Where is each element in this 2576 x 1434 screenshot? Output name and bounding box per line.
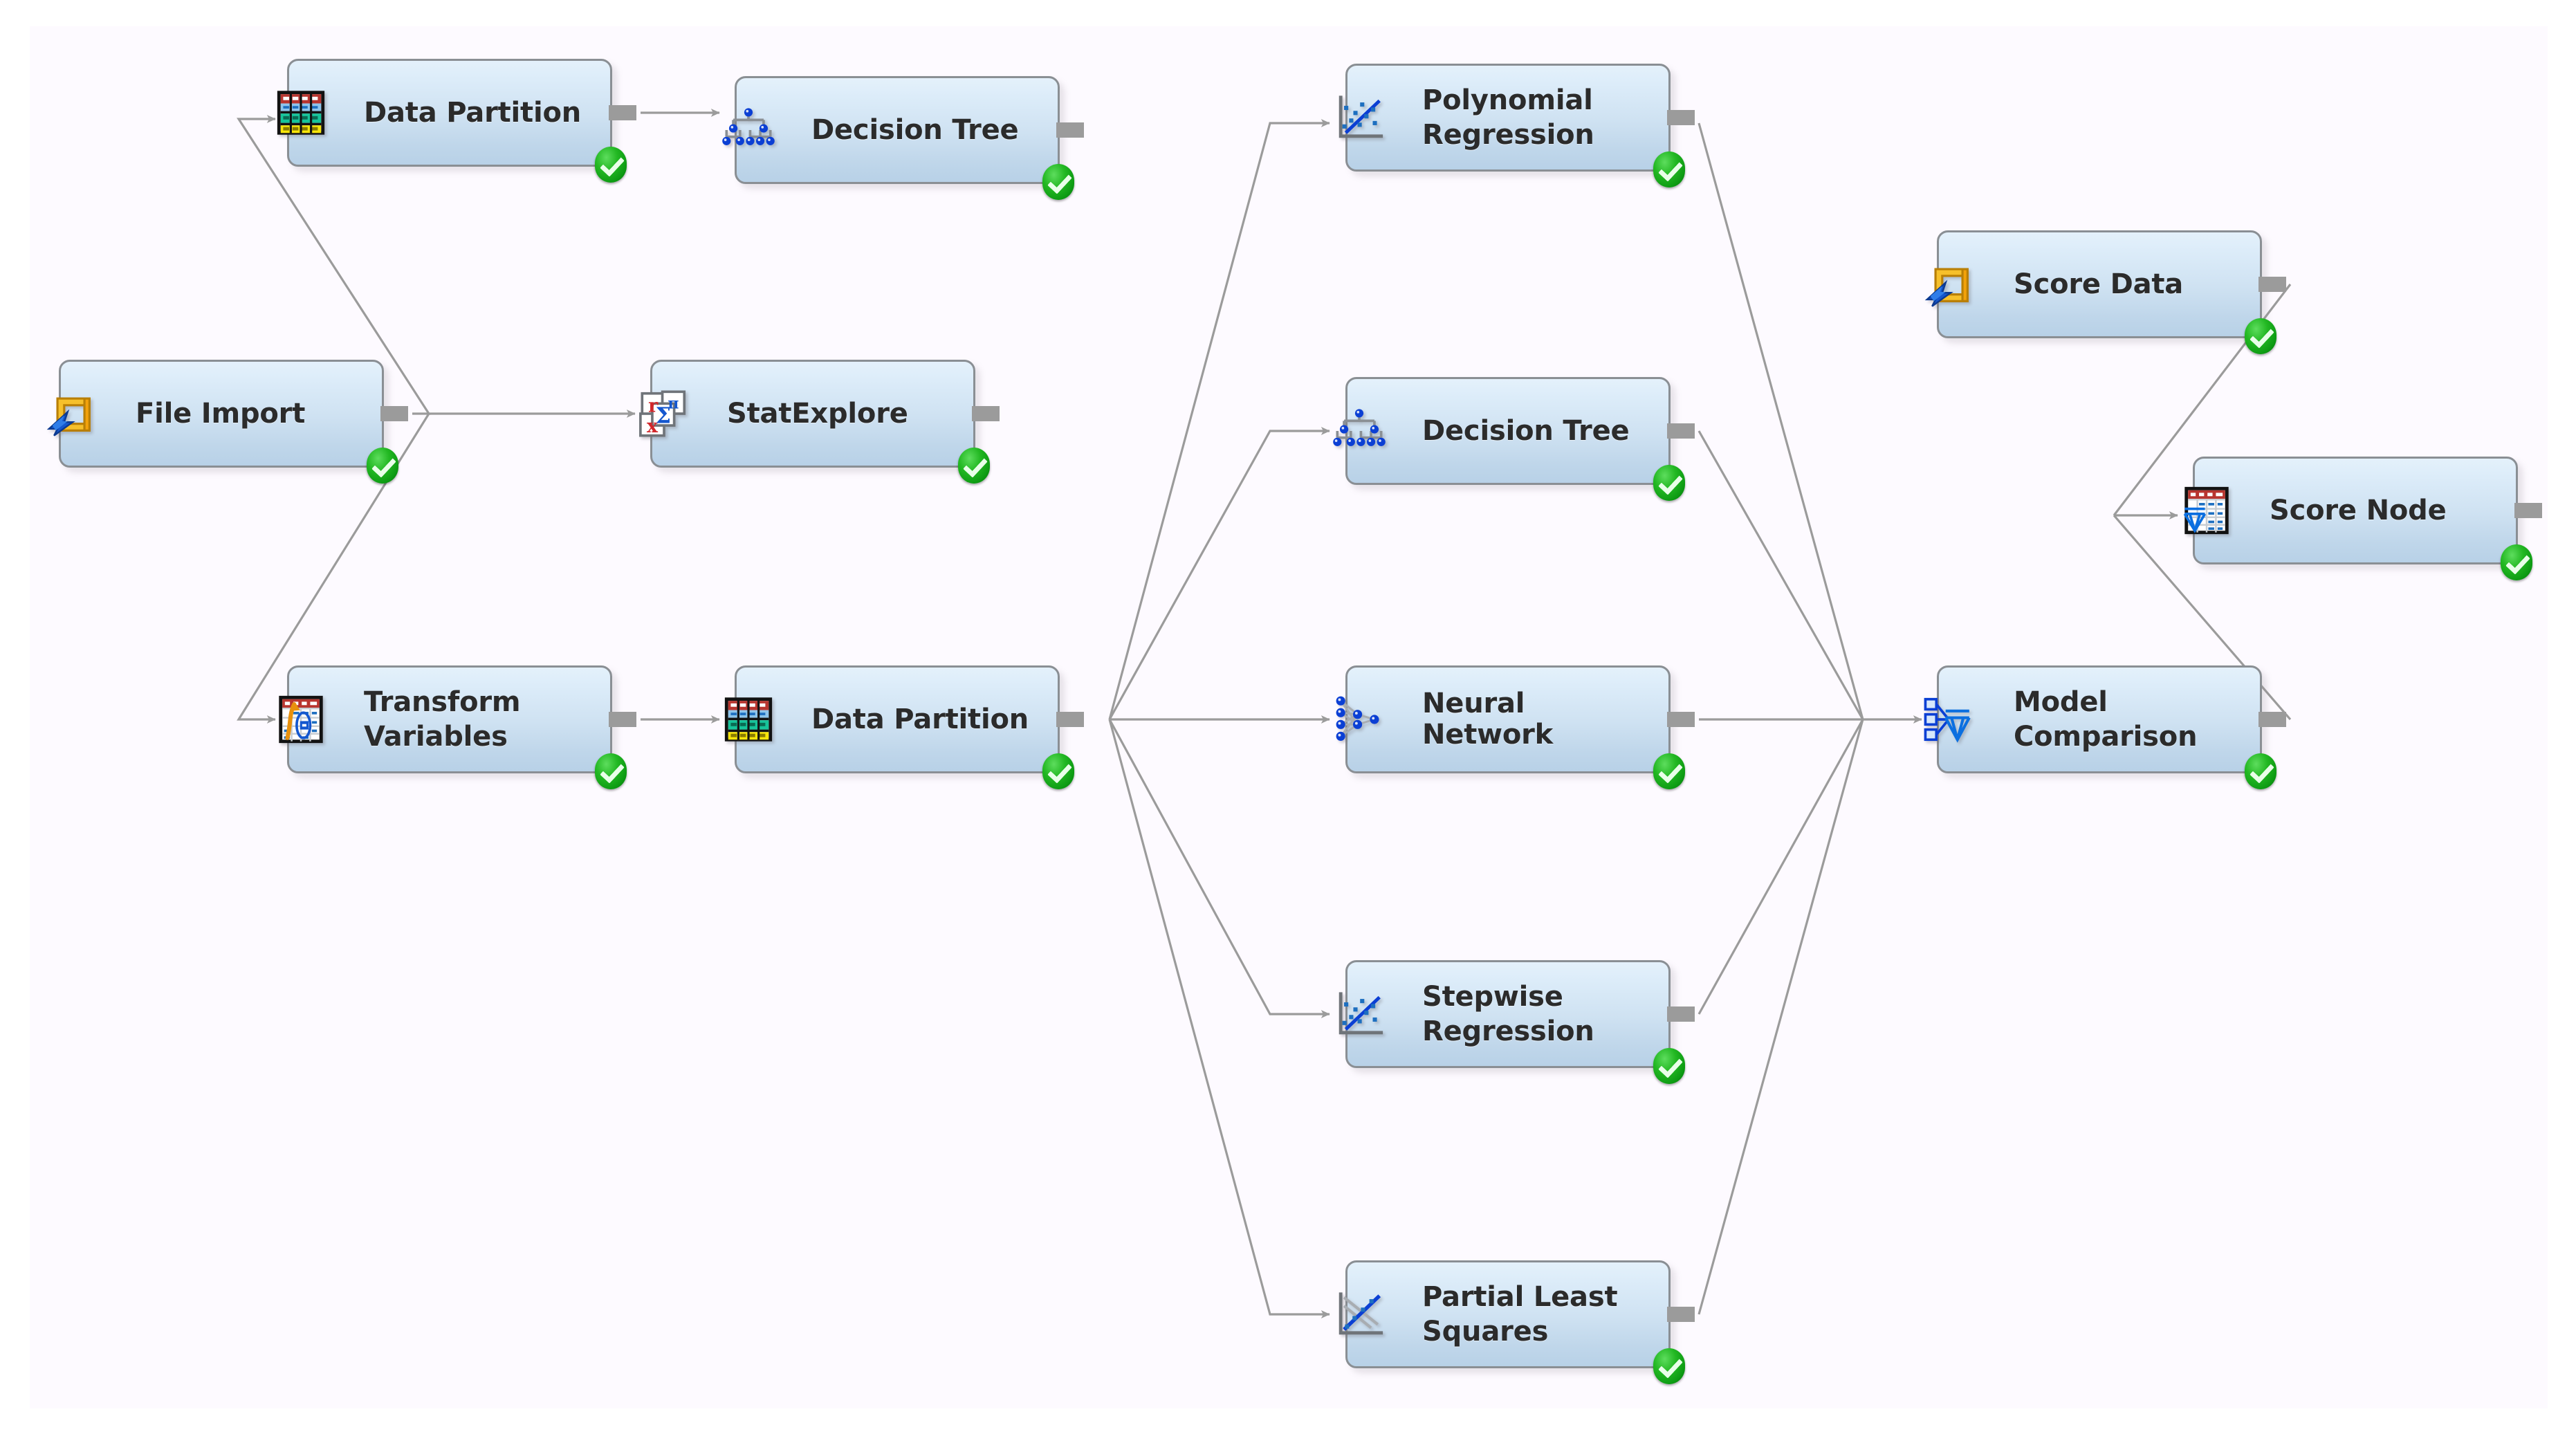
output-port[interactable] (1667, 712, 1695, 727)
regression-icon (1332, 91, 1386, 145)
output-port[interactable] (1667, 1307, 1695, 1322)
status-badge-complete (367, 448, 398, 484)
output-port[interactable] (1667, 423, 1695, 439)
output-port[interactable] (1056, 122, 1084, 138)
node-label: Polynomial Regression (1422, 84, 1594, 151)
node-data-partition-top[interactable]: Data Partition (277, 59, 636, 183)
node-data-partition-bottom[interactable]: Data Partition (724, 665, 1084, 789)
status-badge-complete (1653, 753, 1685, 789)
decision-tree-icon (721, 103, 775, 157)
node-transform-variables[interactable]: Transform Variables (279, 665, 636, 789)
node-label: Stepwise Regression (1422, 981, 1594, 1047)
svg-text:x: x (647, 416, 659, 437)
model-comparison-icon (1924, 692, 1978, 746)
output-port[interactable] (1667, 1006, 1695, 1022)
status-badge-complete (2245, 753, 2276, 789)
output-port[interactable] (2514, 503, 2542, 518)
status-badge-complete (595, 753, 627, 789)
output-port[interactable] (1056, 712, 1084, 727)
status-badge-complete (1042, 753, 1074, 789)
node-statexplore[interactable]: r π x Σ StatExplore (639, 360, 1000, 484)
node-label: File Import (136, 397, 306, 430)
status-badge-complete (1042, 164, 1074, 200)
node-label: Data Partition (811, 703, 1029, 735)
data-partition-icon (721, 692, 775, 746)
file-import-icon (1924, 257, 1978, 311)
decision-tree-icon (1332, 404, 1386, 458)
node-label: Model Comparison (2014, 686, 2198, 753)
node-file-import[interactable]: File Import (46, 360, 408, 484)
neural-network-icon (1332, 692, 1386, 746)
pls-icon (1332, 1287, 1386, 1341)
node-polynomial-regression[interactable]: Polynomial Regression (1338, 64, 1695, 187)
node-partial-least-squares[interactable]: Partial Least Squares (1338, 1260, 1695, 1384)
status-badge-complete (1653, 1348, 1685, 1384)
output-port[interactable] (1667, 110, 1695, 125)
output-port[interactable] (972, 406, 1000, 421)
node-model-comparison[interactable]: Model Comparison (1924, 665, 2286, 789)
node-stepwise-regression[interactable]: Stepwise Regression (1338, 960, 1695, 1084)
node-label: Score Node (2270, 494, 2447, 526)
status-badge-complete (958, 448, 990, 484)
score-node-icon (2180, 484, 2234, 537)
transform-variables-icon (274, 692, 328, 746)
node-neural-network[interactable]: Neural Network (1336, 665, 1695, 789)
node-decision-tree-top[interactable]: Decision Tree (722, 76, 1084, 200)
data-partition-icon (274, 86, 328, 140)
node-score-node[interactable]: Score Node (2183, 457, 2542, 580)
node-label: StatExplore (727, 397, 908, 430)
status-badge-complete (1653, 465, 1685, 501)
svg-text:π: π (668, 395, 679, 413)
svg-text:r: r (648, 396, 659, 417)
output-port[interactable] (609, 712, 636, 727)
node-label: Partial Least Squares (1422, 1281, 1618, 1348)
node-label: Transform Variables (364, 686, 521, 753)
node-score-data[interactable]: Score Data (1924, 230, 2286, 354)
node-label: Decision Tree (811, 113, 1019, 146)
output-port[interactable] (2258, 712, 2286, 727)
output-port[interactable] (609, 105, 636, 120)
statexplore-icon: r π x Σ (637, 387, 691, 441)
node-label: Decision Tree (1422, 414, 1630, 447)
node-label: Score Data (2014, 268, 2184, 300)
file-import-icon (46, 387, 100, 441)
regression-icon (1332, 987, 1386, 1041)
output-port[interactable] (2258, 277, 2286, 292)
output-port[interactable] (380, 406, 408, 421)
status-badge-complete (2501, 544, 2532, 580)
status-badge-complete (1653, 1048, 1685, 1084)
svg-text:Σ: Σ (656, 403, 671, 428)
node-label: Neural Network (1422, 688, 1554, 751)
status-badge-complete (2245, 318, 2276, 354)
node-decision-tree-mid[interactable]: Decision Tree (1333, 377, 1695, 501)
status-badge-complete (1653, 151, 1685, 187)
node-label: Data Partition (364, 96, 582, 129)
status-badge-complete (595, 147, 627, 183)
